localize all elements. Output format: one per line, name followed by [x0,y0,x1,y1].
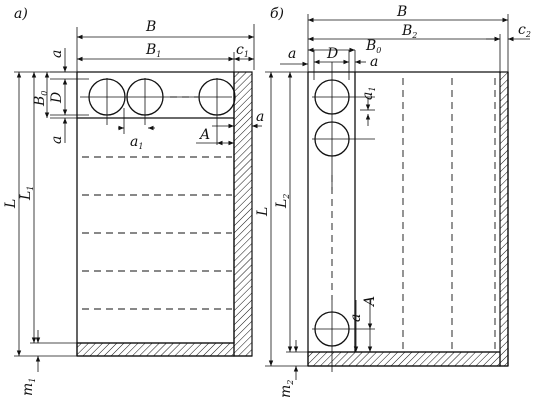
panel-b-label: б) [270,6,284,22]
panel-b-tube-column [312,62,375,372]
dim-label-B: B [396,4,407,20]
dim-label-L: L [255,207,271,217]
dim-b-B: B [307,4,509,72]
dim-label-a-right: a [256,109,264,125]
panel-b-bottom-wall-hatch [307,351,501,367]
dim-label-B0: B0 [32,91,49,107]
panel-a-label: а) [14,6,28,22]
dim-label-B2: B2 [401,23,417,40]
dim-label-a-left: a [288,46,296,62]
dim-b-a1: a1 [360,87,377,126]
panel-a-container [76,71,253,357]
dim-label-B1: B1 [145,42,161,59]
panel-a: а) [3,6,264,396]
dim-b-m2: m2 [278,340,299,398]
dim-label-A: A [362,296,378,308]
panel-b-dashed-columns [402,78,496,350]
panel-b-container [307,71,509,367]
dim-a-A: A a [196,109,264,146]
dim-label-L1: L1 [18,186,35,201]
dim-label-L: L [3,199,19,209]
dim-label-a-left: a [49,136,65,144]
dim-a-m1: m1 [20,330,41,396]
dim-a-a1: a1 [118,108,155,151]
panel-a-bottom-wall-hatch [76,342,235,357]
dim-label-a-top: a [49,50,65,58]
dim-b-L: L L2 [255,71,308,367]
dim-label-A: A [198,127,210,143]
panel-b-side-wall-hatch [499,71,509,367]
dim-label-B0: B0 [365,38,381,55]
dim-label-D: D [326,46,338,62]
panel-a-dashed-rows [82,156,232,310]
dim-label-c1: c1 [236,42,249,59]
dim-label-a-bottom: a [348,314,364,322]
dim-label-D: D [49,92,65,104]
dim-label-a1: a1 [360,87,377,100]
dim-a-B1: B1 [77,42,235,72]
dim-label-a1: a1 [130,134,143,151]
dim-b-A: A a [348,296,378,353]
dim-a-left-stack: a B0 D a [32,48,89,144]
dim-b-B2: B2 [308,23,501,72]
dim-label-a-right: a [370,54,378,70]
dim-a-B: B [76,19,255,72]
panel-a-side-wall-hatch [233,71,253,357]
panel-b: б) [255,4,531,398]
dim-label-m1: m1 [20,378,37,396]
dim-b-c2: c2 [486,22,531,42]
dim-a-c1: c1 [234,42,254,62]
dim-label-c2: c2 [518,22,531,39]
dim-label-B: B [145,19,156,35]
dim-label-m2: m2 [278,380,295,398]
panel-a-tube-row [77,78,236,145]
dim-a-L: L L1 [3,71,77,357]
dim-label-L2: L2 [274,194,291,209]
dim-b-top-small: a B0 D a [280,38,381,80]
